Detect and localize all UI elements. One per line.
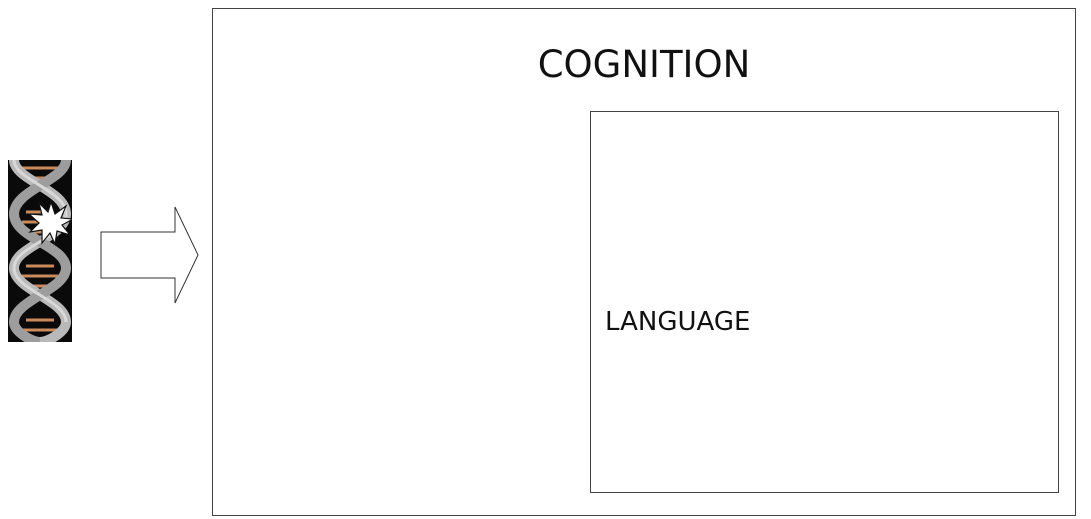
language-box: LANGUAGE (590, 111, 1059, 493)
right-arrow-icon (100, 206, 200, 304)
language-label: LANGUAGE (605, 307, 751, 337)
dna-helix-icon (8, 160, 72, 342)
mutation-burst-icon (28, 200, 72, 246)
cognition-box: COGNITION (212, 8, 1076, 516)
cognition-label: COGNITION (537, 43, 751, 86)
